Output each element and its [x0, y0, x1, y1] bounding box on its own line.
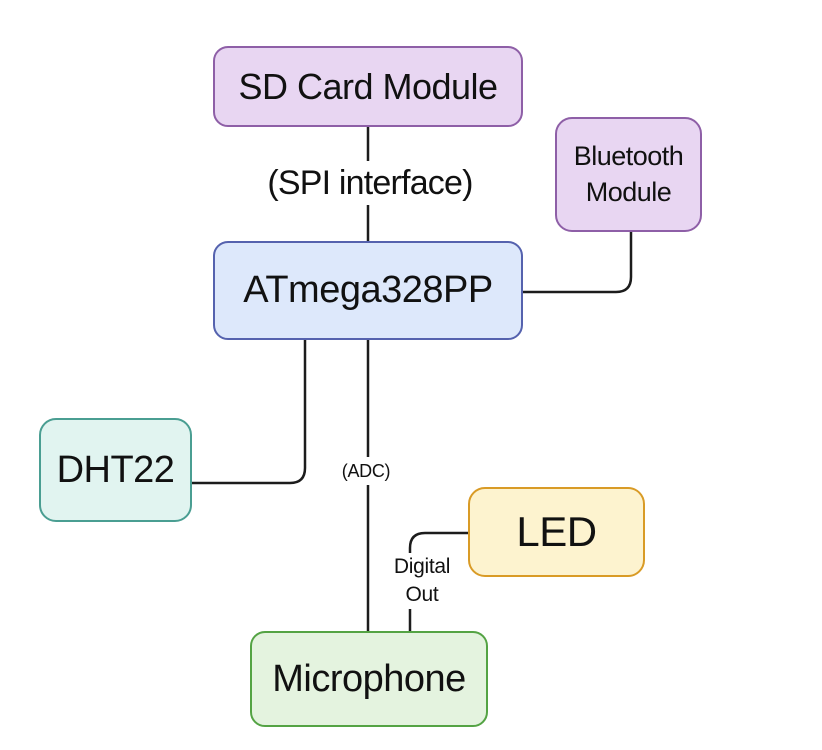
edge-led-to-microphone [408, 531, 468, 631]
edge-label-digital-out: Digital Out [383, 553, 461, 609]
edge-label-digital-out-line1: Digital [393, 555, 451, 578]
node-atmega328pp: ATmega328PP [213, 241, 523, 340]
edge-label-digital-out-line2: Out [405, 583, 439, 606]
edge-label-spi-interface: (SPI interface) [243, 161, 497, 205]
node-sd-card-module-label: SD Card Module [238, 65, 498, 107]
node-microphone: Microphone [250, 631, 488, 727]
node-atmega328pp-label: ATmega328PP [243, 269, 493, 311]
node-led: LED [468, 487, 645, 577]
node-bluetooth-module-label: Bluetooth Module [573, 141, 684, 207]
node-dht22: DHT22 [39, 418, 192, 522]
node-led-label: LED [516, 508, 597, 555]
node-microphone-label: Microphone [272, 657, 466, 700]
node-bluetooth-module: Bluetooth Module [555, 117, 702, 232]
edge-label-adc: (ADC) [333, 457, 399, 485]
node-sd-card-module: SD Card Module [213, 46, 523, 127]
edge-atmega-to-dht22 [192, 340, 307, 485]
node-dht22-label: DHT22 [56, 448, 175, 491]
edge-atmega-to-bluetooth [523, 232, 633, 294]
